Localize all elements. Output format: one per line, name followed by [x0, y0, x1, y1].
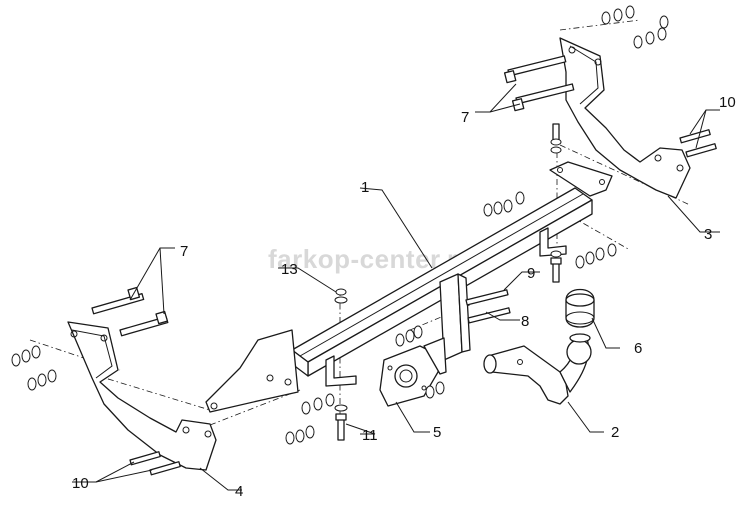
- callout-7-left: 7: [180, 243, 188, 260]
- callout-9: 9: [527, 265, 535, 282]
- callout-7-right: 7: [461, 109, 469, 126]
- callout-labels: 1 2 3 4 5 6 7 7 8 9 10 10 11 13: [72, 94, 736, 500]
- ball-cap: [565, 288, 595, 328]
- cross-beam: [205, 161, 613, 413]
- right-side-bracket: [559, 37, 691, 199]
- callout-10-right: 10: [719, 94, 736, 111]
- callout-4: 4: [235, 483, 243, 500]
- left-side-bracket: [67, 321, 217, 471]
- socket-plate: [379, 337, 447, 407]
- callout-5: 5: [433, 424, 441, 441]
- nuts-and-washers: [11, 5, 669, 445]
- callout-13: 13: [281, 261, 298, 278]
- leader-lines: [72, 83, 720, 491]
- callout-6: 6: [634, 340, 642, 357]
- callout-3: 3: [704, 226, 712, 243]
- callout-1: 1: [361, 179, 369, 196]
- tow-ball-neck: [483, 333, 592, 405]
- callout-10-left: 10: [72, 475, 89, 492]
- callout-11: 11: [362, 427, 378, 444]
- bolts: [91, 55, 717, 476]
- callout-8: 8: [521, 313, 529, 330]
- callout-2: 2: [611, 424, 619, 441]
